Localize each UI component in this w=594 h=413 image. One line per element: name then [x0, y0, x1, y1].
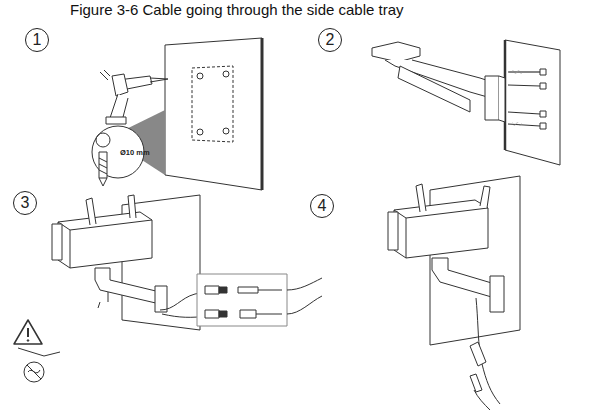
callout-number: 3 — [13, 191, 37, 215]
bracket-mounting — [372, 40, 560, 165]
dimension-label: Ø10 mm — [120, 148, 150, 157]
mounted-camera — [388, 176, 520, 410]
callout-text: 1 — [33, 32, 42, 48]
callout-number: 4 — [310, 194, 334, 218]
callout-text: 2 — [326, 32, 335, 48]
callout-number: 2 — [318, 28, 342, 52]
callout-text: 4 — [318, 198, 327, 214]
wall-drilling — [92, 38, 262, 190]
camera-wiring — [14, 195, 322, 382]
callout-number: 1 — [25, 28, 49, 52]
figure-title: Figure 3-6 Cable going through the side … — [70, 1, 404, 18]
callout-text: 3 — [21, 195, 30, 211]
